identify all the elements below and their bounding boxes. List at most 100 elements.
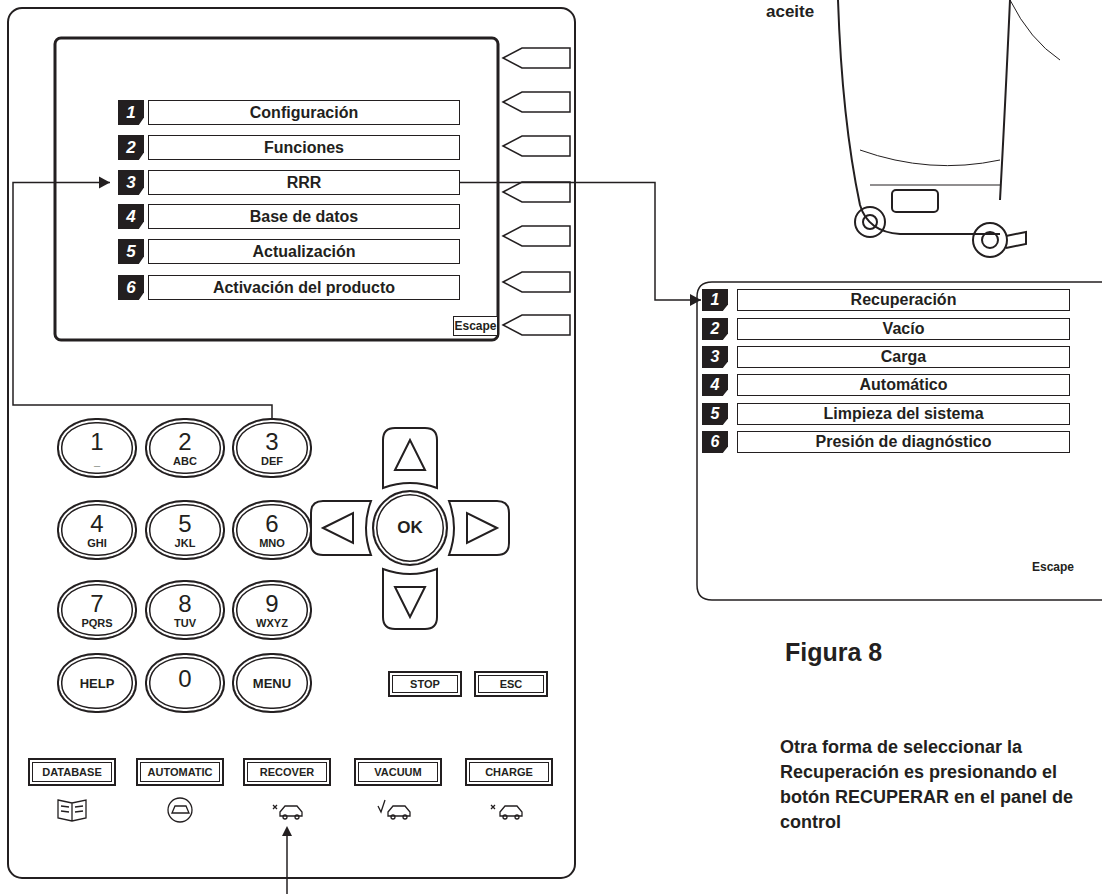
node-text: RRR <box>287 174 322 192</box>
node-text: Funciones <box>264 139 344 157</box>
soft-keys <box>503 48 570 335</box>
node-text: DATABASE <box>42 766 101 778</box>
keypad-key: 8TUV <box>145 580 225 640</box>
ok-key: OK <box>372 490 448 566</box>
menu-item: Presión de diagnóstico <box>737 431 1070 453</box>
node-text: 6 <box>265 512 278 536</box>
node-text: MNO <box>259 538 285 549</box>
node-text: Actualización <box>252 243 355 261</box>
escape-text: Escape <box>1032 560 1074 574</box>
callout-number: 6 <box>702 431 728 453</box>
node-text: VACUUM <box>374 766 421 778</box>
node-text: TUV <box>174 618 196 629</box>
esc-button: ESC <box>474 671 548 697</box>
node-text: Carga <box>881 348 926 366</box>
help-key: HELP <box>57 653 137 713</box>
node-text: Limpieza del sistema <box>823 405 983 423</box>
node-text: OK <box>397 518 423 538</box>
node-text: STOP <box>410 678 440 690</box>
screen <box>55 38 498 340</box>
node-text: Automático <box>860 376 948 394</box>
callout-number: 1 <box>118 100 144 125</box>
node-text: Base de datos <box>250 208 358 226</box>
node-text: AUTOMATIC <box>148 766 213 778</box>
node-text: HELP <box>80 677 115 690</box>
escape-button: Escape <box>453 316 498 336</box>
leader-arrowhead <box>282 826 292 836</box>
callout-number: 4 <box>118 204 144 229</box>
keypad-key: 5JKL <box>145 500 225 560</box>
node-text: Escape <box>454 319 496 333</box>
node-text: MENU <box>253 677 291 690</box>
node-text: 5 <box>178 512 191 536</box>
control-panel <box>8 8 575 878</box>
callout-number: 1 <box>702 289 728 311</box>
menu-item: Automático <box>737 374 1070 396</box>
callout-number: 4 <box>702 374 728 396</box>
node-text: _ <box>94 456 100 467</box>
function-button: DATABASE <box>28 758 116 786</box>
node-text: WXYZ <box>256 618 288 629</box>
keypad-key: 3DEF <box>232 418 312 478</box>
function-button: CHARGE <box>465 758 553 786</box>
node-text: JKL <box>175 538 196 549</box>
node-text: RECOVER <box>260 766 314 778</box>
leader-line <box>286 832 288 894</box>
callout-number: 3 <box>118 170 144 195</box>
keypad-key: 7PQRS <box>57 580 137 640</box>
connector <box>460 183 701 307</box>
node-text: ESC <box>500 678 523 690</box>
callout-number: 5 <box>118 239 144 264</box>
node-text: 9 <box>265 592 278 616</box>
node-text: CHARGE <box>485 766 533 778</box>
menu-item: RRR <box>148 170 460 195</box>
node-text: 1 <box>90 430 103 454</box>
node-text: 7 <box>90 592 103 616</box>
node-text: ABC <box>173 456 197 467</box>
menu-item: Configuración <box>148 100 460 125</box>
node-text: DEF <box>261 456 283 467</box>
menu-item: Recuperación <box>737 289 1070 311</box>
callout-number: 2 <box>702 318 728 340</box>
keypad-key: 9WXYZ <box>232 580 312 640</box>
node-text: 4 <box>90 512 103 536</box>
keypad-key: 0 <box>145 653 225 713</box>
node-text: 2 <box>178 430 191 454</box>
node-text: Recuperación <box>851 291 957 309</box>
callout-number: 6 <box>118 275 144 300</box>
menu-item: Vacío <box>737 318 1070 340</box>
function-button: VACUUM <box>354 758 442 786</box>
note: Otra forma de seleccionar la Recuperació… <box>780 735 1096 835</box>
callout-number: 2 <box>118 135 144 160</box>
menu-key: MENU <box>232 653 312 713</box>
screen-detail <box>697 282 1102 600</box>
machine-drawing <box>838 0 1060 257</box>
function-button: AUTOMATIC <box>136 758 224 786</box>
menu-item: Funciones <box>148 135 460 160</box>
figure-number: Figura 8 <box>785 638 882 667</box>
node-text: Configuración <box>250 104 358 122</box>
node-text: Presión de diagnóstico <box>815 433 991 451</box>
caption-fragment: aceite <box>766 2 814 22</box>
node-text: 8 <box>178 592 191 616</box>
function-button: RECOVER <box>243 758 331 786</box>
menu-item: Actualización <box>148 239 460 264</box>
menu-item: Carga <box>737 346 1070 368</box>
menu-item: Activación del producto <box>148 275 460 300</box>
keypad-key: 6MNO <box>232 500 312 560</box>
button-icons <box>58 798 522 822</box>
keypad-key: 4GHI <box>57 500 137 560</box>
node-text: 3 <box>265 430 278 454</box>
callout-number: 3 <box>702 346 728 368</box>
arrow-keys <box>311 428 509 629</box>
node-text: Vacío <box>883 320 925 338</box>
menu-item: Limpieza del sistema <box>737 403 1070 425</box>
node-text: 0 <box>178 667 191 691</box>
keypad-key: 1_ <box>57 418 137 478</box>
node-text: PQRS <box>81 618 112 629</box>
menu-item: Base de datos <box>148 204 460 229</box>
callout-number: 5 <box>702 403 728 425</box>
keypad-key: 2ABC <box>145 418 225 478</box>
node-text: Activación del producto <box>213 279 395 297</box>
node-text: GHI <box>87 538 107 549</box>
